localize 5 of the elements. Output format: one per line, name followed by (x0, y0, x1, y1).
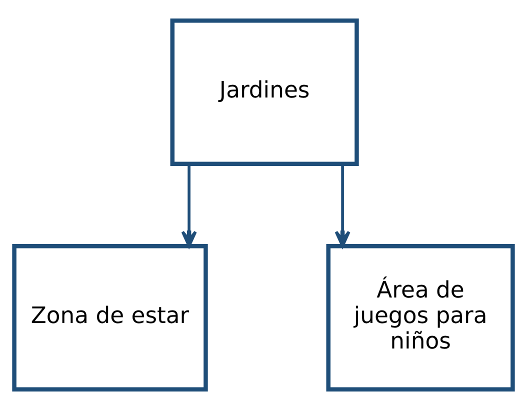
arrow (181, 164, 197, 247)
node-box: Zona de estar (12, 244, 208, 391)
arrow (334, 164, 350, 247)
node-box: Área de juegos para niños (326, 244, 515, 391)
node-box: Jardines (170, 18, 359, 166)
